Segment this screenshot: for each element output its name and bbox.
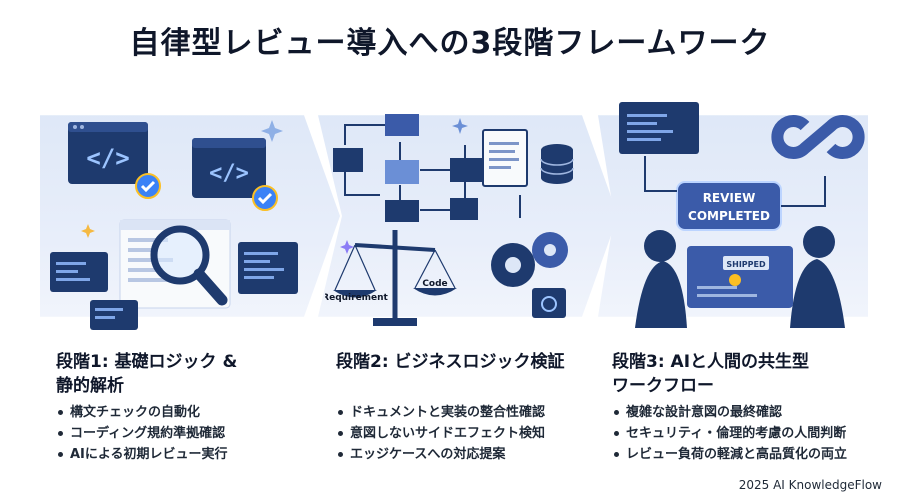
review-label-2: COMPLETED xyxy=(688,209,770,223)
database-icon xyxy=(540,144,574,184)
list-item: セキュリティ・倫理的考慮の人間判断 xyxy=(612,423,847,444)
flow-node xyxy=(450,158,482,182)
stage-3-illustration: REVIEW COMPLETED SHIPPED xyxy=(619,102,865,328)
shipped-tag xyxy=(723,256,769,270)
stage-1-bullets: 構文チェックの自動化 コーディング規約準拠確認 AIによる初期レビュー実行 xyxy=(56,402,228,465)
footer-credit: 2025 AI KnowledgeFlow xyxy=(738,478,882,492)
infinity-loop-icon xyxy=(771,115,865,159)
stage-3-heading: 段階3: AIと人間の共生型 ワークフロー xyxy=(612,350,809,398)
list-item: 複雑な設計意図の最終確認 xyxy=(612,402,847,423)
shipped-label: SHIPPED xyxy=(726,260,766,269)
stage-1-heading-line2: 静的解析 xyxy=(56,376,124,396)
small-code-window xyxy=(90,300,138,330)
scale-right-label: Code xyxy=(422,279,447,289)
code-tag-2: </> xyxy=(209,161,249,186)
code-window-icon xyxy=(192,138,266,198)
stage-2-heading: 段階2: ビジネスロジック検証 xyxy=(336,350,565,374)
target-window-icon xyxy=(532,288,566,318)
flow-node xyxy=(333,148,363,172)
stage-1-illustration: </> </> xyxy=(50,120,298,330)
list-item: ドキュメントと実装の整合性確認 xyxy=(336,402,545,423)
scale-icon xyxy=(333,230,457,326)
code-window-icon xyxy=(68,122,148,184)
list-item: レビュー負荷の軽減と高品質化の両立 xyxy=(612,444,847,465)
stage-1-heading: 段階1: 基礎ロジック & 静的解析 xyxy=(56,350,237,398)
list-item: エッジケースへの対応提案 xyxy=(336,444,545,465)
stage-3-heading-line1: 段階3: AIと人間の共生型 xyxy=(612,352,810,372)
stage-2-illustration: Requirement Code xyxy=(325,114,574,326)
sparkle-icon xyxy=(452,118,468,134)
person-left xyxy=(635,261,687,328)
list-item: 意図しないサイドエフェクト検知 xyxy=(336,423,545,444)
stage-3-bullets: 複雑な設計意図の最終確認 セキュリティ・倫理的考慮の人間判断 レビュー負荷の軽減… xyxy=(612,402,847,465)
list-item: 構文チェックの自動化 xyxy=(56,402,228,423)
list-item: コーディング規約準拠確認 xyxy=(56,423,228,444)
scale-left-label: Requirement xyxy=(325,293,389,303)
person-right xyxy=(790,259,845,328)
review-label-1: REVIEW xyxy=(703,191,756,205)
flow-node xyxy=(385,114,419,136)
code-window-icon xyxy=(619,102,699,154)
flow-node xyxy=(385,160,419,184)
list-item: AIによる初期レビュー実行 xyxy=(56,444,228,465)
cursor-glow xyxy=(729,274,741,286)
stage-2-heading-line1: 段階2: ビジネスロジック検証 xyxy=(336,352,565,372)
magnifier-icon xyxy=(150,225,228,306)
sparkle-icon xyxy=(81,224,95,238)
stage-3-heading-line2: ワークフロー xyxy=(612,376,714,396)
stage-2-bullets: ドキュメントと実装の整合性確認 意図しないサイドエフェクト検知 エッジケースへの… xyxy=(336,402,545,465)
flow-node xyxy=(450,198,478,220)
code-tag-1: </> xyxy=(86,144,129,172)
flow-node xyxy=(385,200,419,222)
sparkle-icon xyxy=(261,120,283,142)
sparkle-icon xyxy=(340,240,354,254)
page-title: 自律型レビュー導入への3段階フレームワーク xyxy=(129,26,771,61)
stage-1-heading-line1: 段階1: 基礎ロジック & xyxy=(56,352,238,372)
